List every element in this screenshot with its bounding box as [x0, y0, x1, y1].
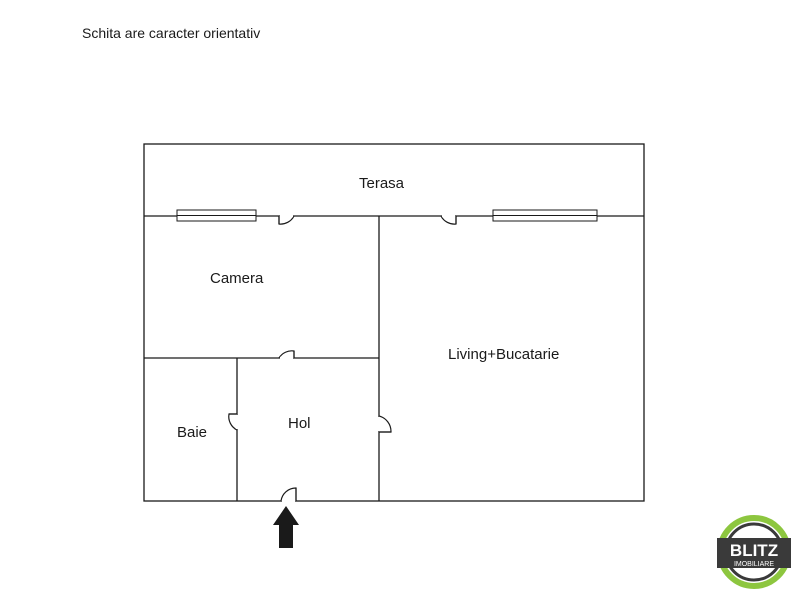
room-hol: Hol: [288, 415, 311, 432]
door-openings: [235, 214, 455, 503]
room-baie: Baie: [177, 424, 207, 441]
logo-band: [717, 538, 791, 568]
door-hol-living: [378, 415, 392, 433]
door-leaves: [229, 216, 457, 501]
door-camera-hol: [278, 350, 295, 359]
walls: [143, 143, 645, 502]
door-baie-hol: [228, 413, 238, 431]
sketch-note: Schita are caracter orientativ: [82, 25, 261, 41]
door-camera-terasa: [278, 215, 295, 225]
room-camera: Camera: [210, 270, 264, 287]
door-entrance: [280, 487, 297, 502]
logo-brand: BLITZ: [730, 541, 778, 560]
room-living: Living+Bucatarie: [448, 346, 559, 363]
logo-sub: IMOBILIARE: [734, 561, 774, 568]
outer-wall: [143, 143, 645, 502]
door-living-terasa: [440, 215, 457, 225]
room-terasa: Terasa: [359, 175, 405, 192]
doors: [228, 215, 457, 502]
blitz-logo: BLITZ IMOBILIARE: [717, 515, 791, 589]
up-arrow-icon: [273, 506, 299, 548]
windows: [176, 209, 598, 222]
